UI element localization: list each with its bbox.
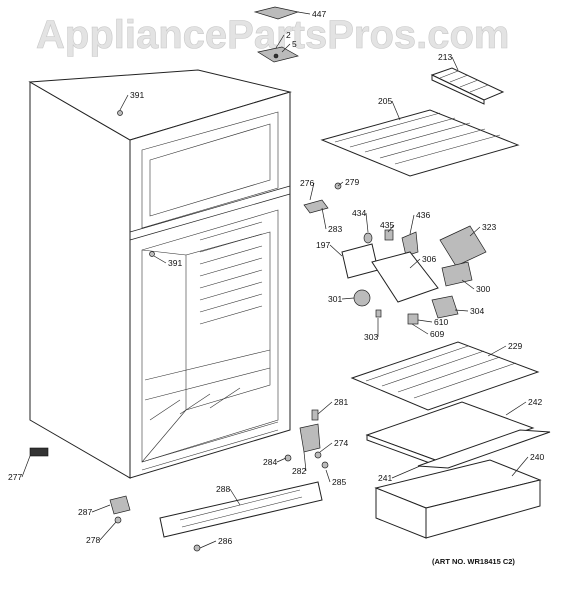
part-callout-286: 286 [218,536,232,546]
leader-line [454,309,469,312]
small-hardware [29,110,329,552]
part-callout-229: 229 [508,341,522,351]
part-callout-276: 276 [300,178,314,188]
leader-line [337,181,344,187]
part-callout-5: 5 [292,39,297,49]
part-205-freezer-shelf [320,109,520,177]
part-callout-277: 277 [8,472,22,482]
part-callout-278: 278 [86,535,100,545]
part-callout-284: 284 [263,457,277,467]
part-callout-610: 610 [434,317,448,327]
part-callout-300: 300 [476,284,490,294]
callout-labels: 447 25 213 205 391 276 279 434 435 436 323 283 197 30… [8,9,544,546]
leader-line [387,224,395,233]
part-callout-279: 279 [345,177,359,187]
leader-line [469,226,481,237]
part-callout-306: 306 [422,254,436,264]
part-callout-241: 241 [378,473,392,483]
leader-line [275,34,285,49]
part-callout-240: 240 [530,452,544,462]
part-callout-323: 323 [482,222,496,232]
part-callout-197: 197 [316,240,330,250]
part-callout-274: 274 [334,438,348,448]
part-callout-213: 213 [438,52,452,62]
leader-line [511,456,529,477]
leader-line [365,212,369,233]
leader-line [325,469,331,483]
leader-line [417,319,433,323]
leader-line [276,457,287,463]
part-callout-287: 287 [78,507,92,517]
leader-line [309,182,315,201]
leader-line [329,244,343,257]
part-callout-205: 205 [378,96,392,106]
leader-line [461,279,475,290]
part-callout-303: 303 [364,332,378,342]
part-callout-609: 609 [430,329,444,339]
part-447-hinge [253,6,300,63]
part-callout-435: 435 [380,220,394,230]
leader-line [21,455,31,478]
leader-line [303,451,307,472]
leader-lines [21,11,529,549]
leader-line [153,255,167,264]
part-callout-283: 283 [328,224,342,234]
leader-line [119,94,129,111]
refrigerator-cabinet [28,69,292,479]
leader-line [91,504,111,513]
leader-line [391,465,421,479]
part-callout-391: 391 [168,258,182,268]
part-callout-391: 391 [130,90,144,100]
part-callout-301: 301 [328,294,342,304]
part-callout-242: 242 [528,397,542,407]
watermark-text: AppliancePartsPros.com [36,13,510,57]
part-241-trim-strip [417,429,551,469]
leader-line [409,258,421,269]
leader-line [409,214,415,235]
leader-line [199,540,217,549]
part-callout-282: 282 [292,466,306,476]
leader-line [317,401,333,415]
part-229-fresh-food-shelf [350,341,540,411]
part-callout-447: 447 [312,9,326,19]
part-callout-304: 304 [470,306,484,316]
leader-line [99,521,117,541]
control-parts [303,182,487,325]
leader-line [297,11,311,15]
part-288-grille [159,481,323,538]
leader-line [281,43,291,53]
leader-line [321,207,327,230]
part-callout-2: 2 [286,30,291,40]
leader-line [411,323,429,335]
part-240-crisper-drawer [374,459,542,539]
part-callout-288: 288 [216,484,230,494]
leader-line [319,442,333,453]
leader-line [391,100,401,121]
leader-line [341,297,355,300]
art-number: (ART NO. WR18415 C2) [432,557,515,566]
leader-line [229,488,241,506]
part-242-glass-shelf [365,401,535,467]
part-callout-285: 285 [332,477,346,487]
leader-line [487,345,507,357]
part-callout-281: 281 [334,397,348,407]
part-callout-436: 436 [416,210,430,220]
part-213-ice-tray [430,67,505,105]
part-callout-434: 434 [352,208,366,218]
leader-line [451,56,459,71]
leader-line [505,401,527,416]
